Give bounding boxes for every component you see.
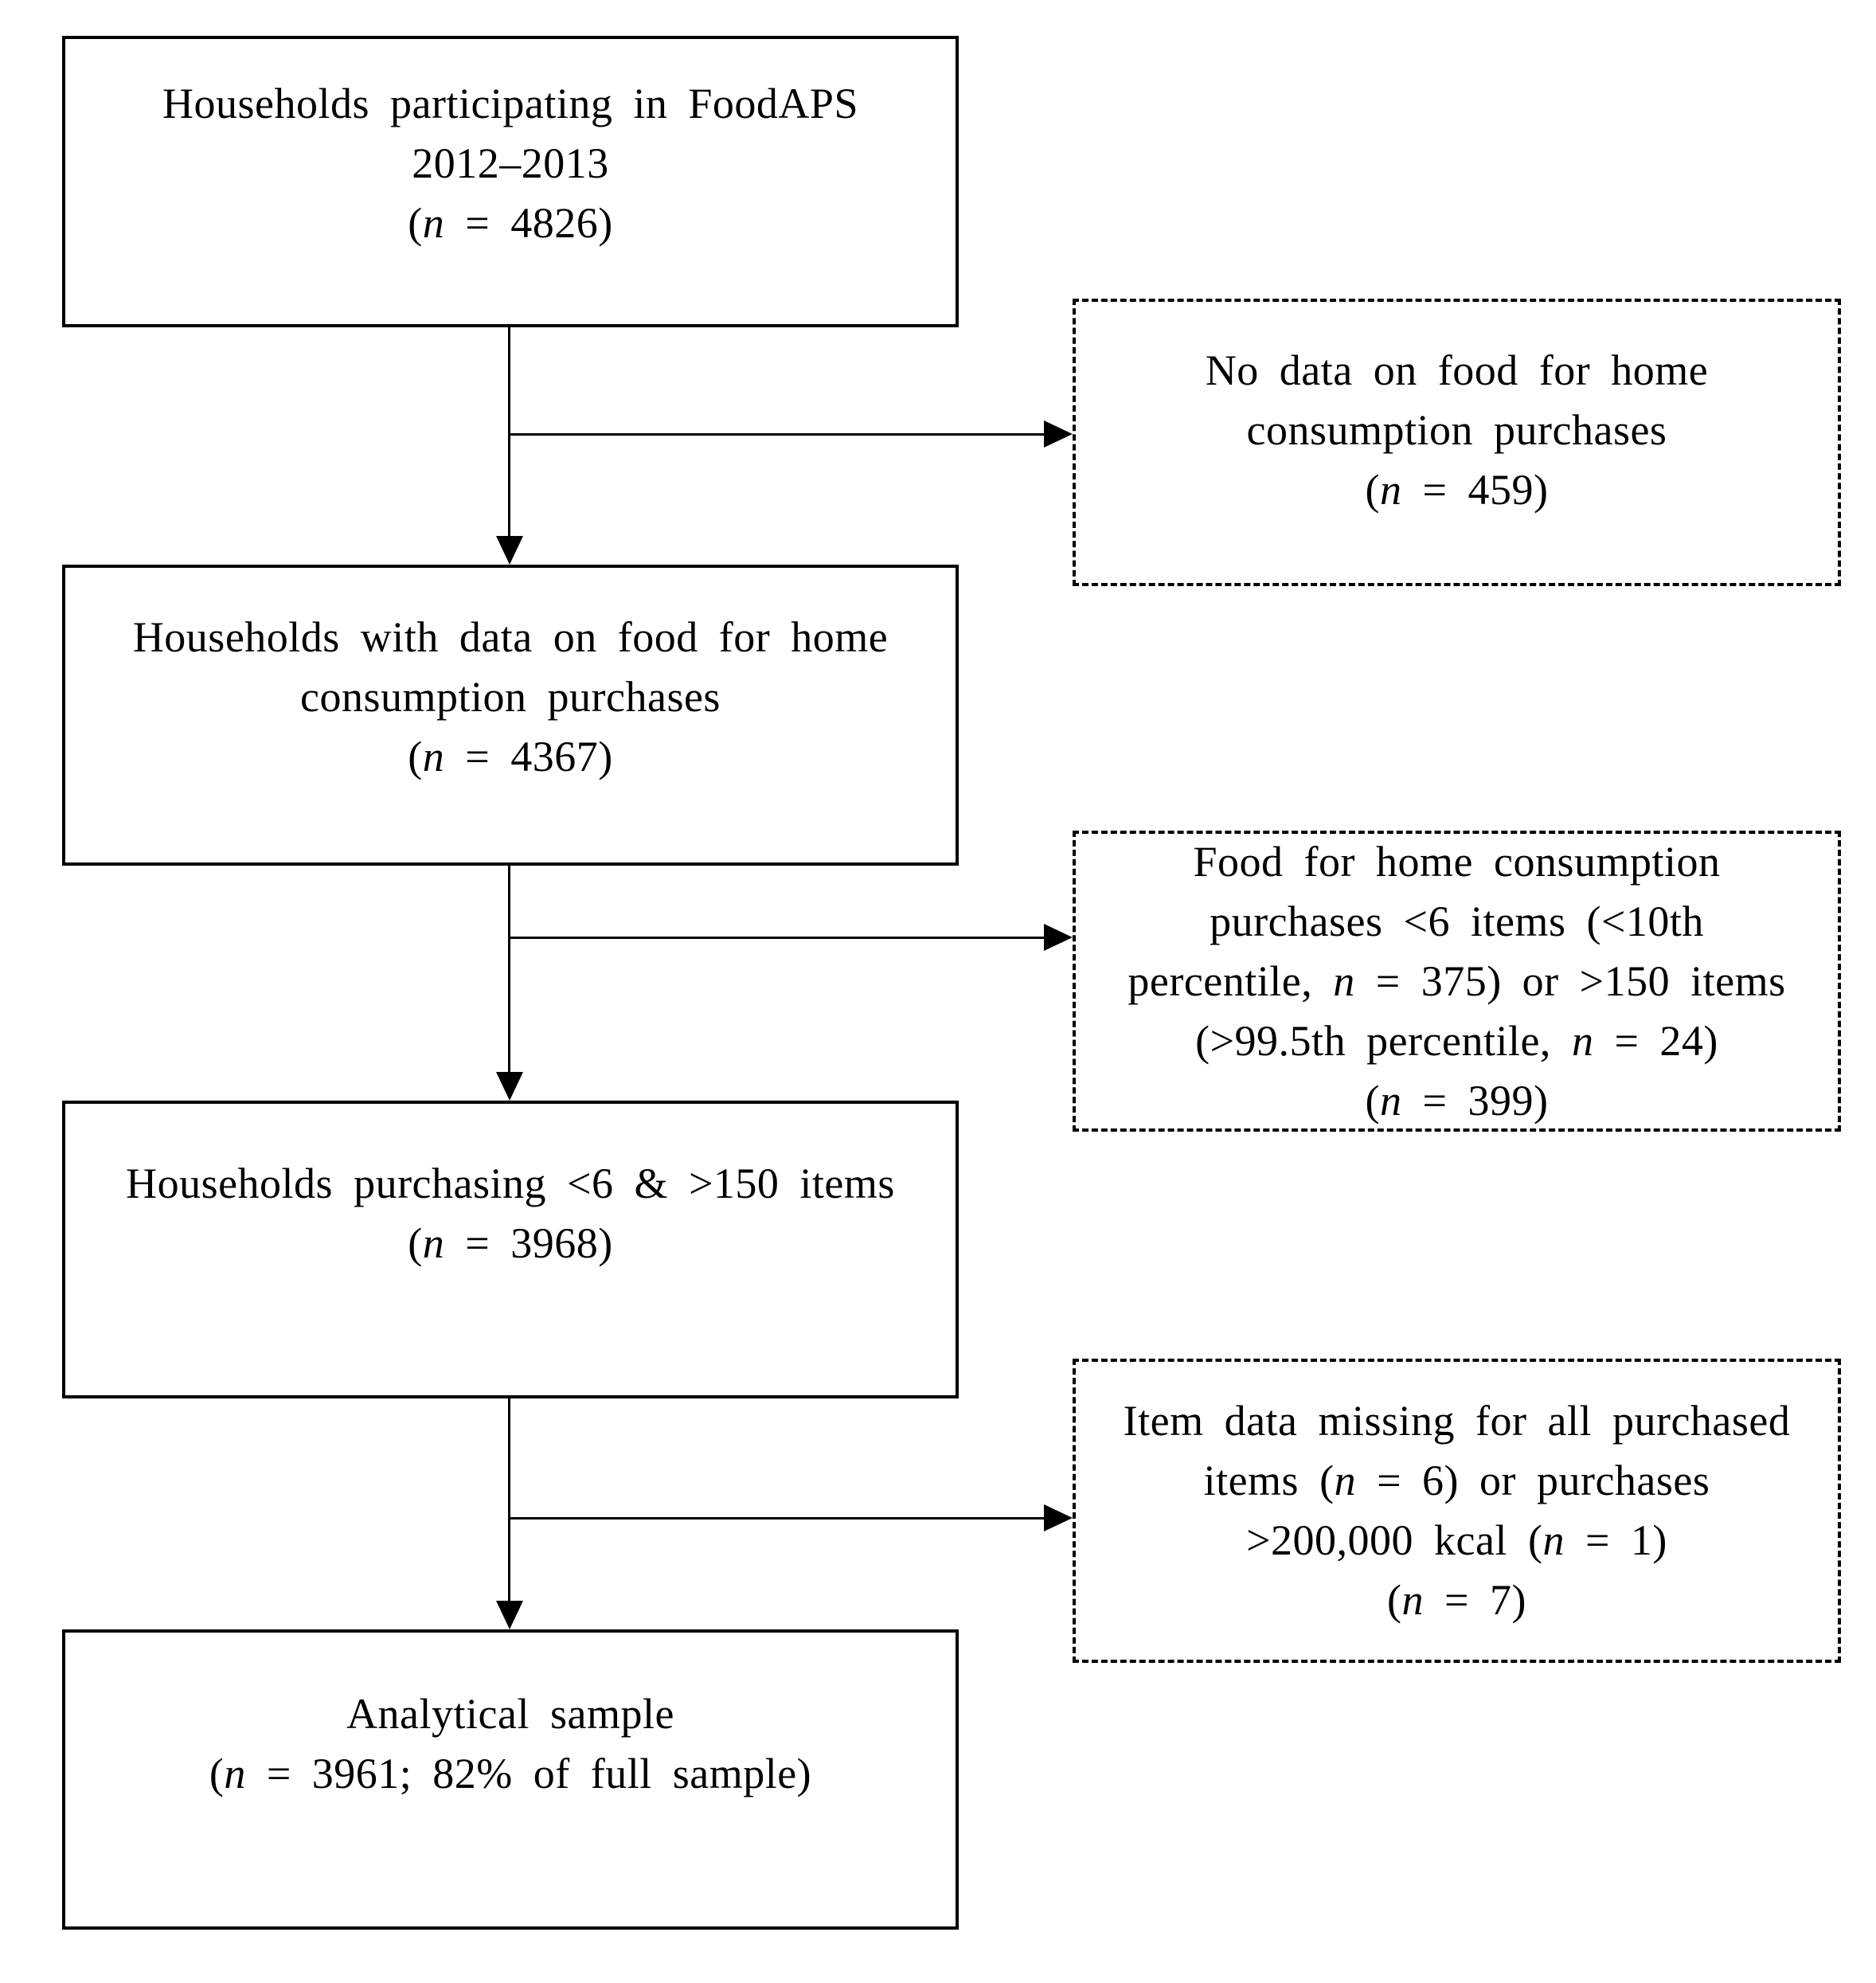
arrow-down-3-line xyxy=(508,1398,510,1601)
arrow-right-1-line xyxy=(508,433,1044,436)
arrow-right-2-line xyxy=(508,937,1044,939)
arrow-right-2-head xyxy=(1044,924,1073,951)
arrow-right-3-line xyxy=(508,1517,1044,1520)
arrow-down-2-head xyxy=(496,1072,523,1101)
arrow-right-1-head xyxy=(1044,420,1073,448)
box-analytical-sample: Analytical sample(n = 3961; 82% of full … xyxy=(62,1629,959,1930)
arrow-down-3-head xyxy=(496,1601,523,1629)
arrow-down-1-head xyxy=(496,536,523,565)
arrow-right-3-head xyxy=(1044,1504,1073,1531)
arrow-down-2-line xyxy=(508,866,510,1072)
arrow-down-1-line xyxy=(508,327,510,536)
box-households-purchasing: Households purchasing <6 & >150 items(n … xyxy=(62,1101,959,1398)
